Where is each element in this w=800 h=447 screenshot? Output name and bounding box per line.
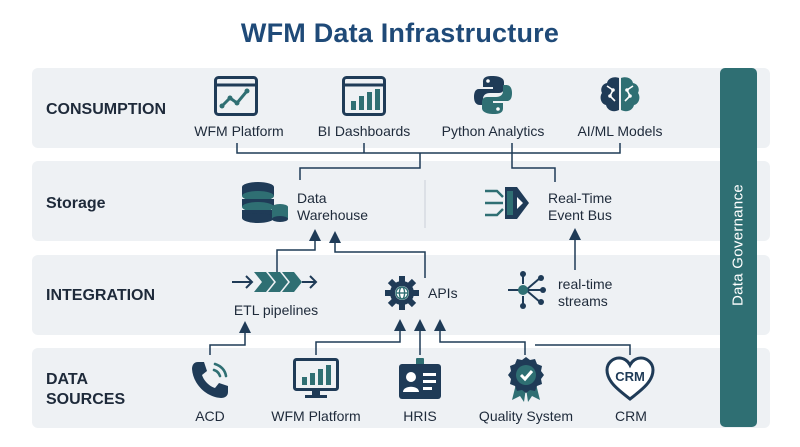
connector-consumption-tree [236,143,621,154]
connector-wfm-to-apis [315,319,406,355]
consumption-bi-dashboards: BI Dashboards [317,123,411,139]
heart-icon: CRM [605,356,655,401]
crm-badge-text: CRM [615,369,645,384]
storage-warehouse-line2: Warehouse [297,207,369,223]
data-governance-bar [720,68,757,427]
source-crm: CRM [615,408,647,424]
source-hris: HRIS [403,408,437,424]
integration-label: INTEGRATION [46,287,156,304]
storage-eventbus-line1: Real-Time [548,190,613,206]
id-badge-icon [399,358,441,399]
pipeline-arrows-icon [232,272,318,292]
gear-globe-icon [385,276,419,310]
consumption-layer [32,68,770,148]
connector-crm-to-apis [535,344,631,355]
source-quality-system: Quality System [478,408,574,424]
integration-apis: APIs [428,285,458,301]
bar-chart-monitor-icon [293,358,339,398]
sources-label-line1: DATA [46,371,89,388]
consumption-ai-ml-models: AI/ML Models [577,123,663,139]
connector-python [511,143,556,182]
event-bus-icon [485,187,529,219]
page-title: WFM Data Infrastructure [240,18,560,48]
storage-warehouse-line1: Data [297,190,327,206]
brain-icon [600,77,640,112]
integration-streams-line2: streams [558,293,608,309]
storage-label: Storage [46,195,106,212]
python-logo-icon [474,76,512,114]
stream-network-icon [508,271,546,309]
bar-chart-window-icon [342,76,386,116]
source-wfm-platform: WFM Platform [271,408,361,424]
connector-acd-to-etl [209,321,251,355]
database-icon [242,182,288,223]
integration-streams-line1: real-time [558,276,613,292]
source-acd: ACD [195,408,225,424]
line-chart-window-icon [214,76,258,116]
storage-eventbus-line2: Event Bus [548,207,612,223]
connector-apis-to-warehouse [329,231,426,278]
connector-quality-to-apis [434,319,526,355]
quality-badge-icon [508,357,544,402]
connector-etl-to-warehouse [276,229,321,278]
consumption-python-analytics: Python Analytics [441,123,545,139]
connector-bus [299,153,421,180]
storage-layer [32,161,770,241]
phone-icon [192,362,228,398]
consumption-wfm-platform: WFM Platform [194,123,284,139]
consumption-label: CONSUMPTION [46,101,166,118]
sources-label-line2: SOURCES [46,391,126,408]
integration-etl-pipelines: ETL pipelines [233,302,319,318]
